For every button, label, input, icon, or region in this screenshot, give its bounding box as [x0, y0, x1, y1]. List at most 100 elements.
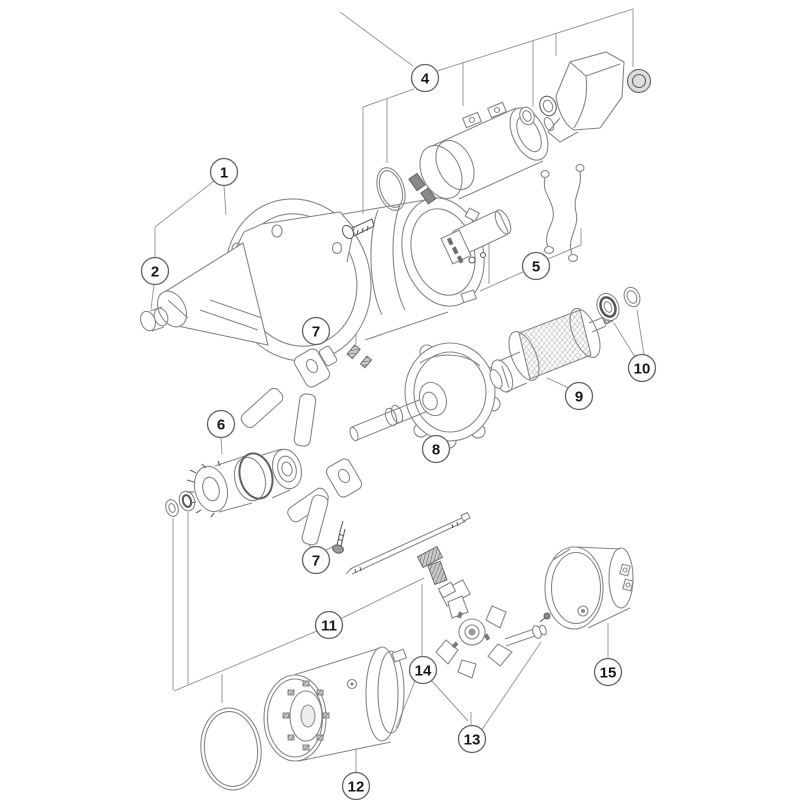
wire-1-eyelet-b — [540, 169, 550, 179]
callout-number: 15 — [600, 665, 617, 682]
callout-number: 5 — [532, 259, 540, 276]
lever-pin-1 — [346, 344, 361, 360]
leader-13 — [470, 641, 542, 732]
part-switch-wiring — [440, 163, 585, 265]
wire-1-eyelet-a — [543, 245, 555, 255]
leader-1 — [154, 180, 227, 257]
holder-arm-5 — [457, 659, 477, 679]
part-seal-kit — [200, 707, 262, 791]
plate-hole-2 — [271, 224, 283, 238]
clutch-body-lines — [261, 448, 291, 499]
clutch-spline — [281, 461, 293, 477]
cap-front-ring — [544, 546, 604, 630]
leader-2 — [150, 284, 155, 310]
terminal-boot-folds — [547, 61, 621, 143]
nose-slot-lines — [167, 299, 263, 331]
callout-number: 14 — [415, 663, 432, 680]
cap-detail-ring — [577, 605, 589, 617]
callout-number: 7 — [312, 324, 320, 341]
wire-2-eyelet-a — [567, 253, 579, 263]
holder-arm-3 — [487, 643, 513, 667]
bracket-tab-2 — [486, 101, 508, 119]
tab-hole-2 — [493, 106, 501, 114]
callout-number: 13 — [464, 732, 481, 749]
terminal-stud-2 — [420, 187, 437, 205]
connector-pin-3 — [456, 255, 464, 264]
holder-arm-2 — [485, 605, 507, 629]
relay-screw-2 — [479, 251, 487, 259]
callout-circle — [209, 157, 239, 187]
nose-tip — [156, 290, 188, 328]
rear-flange-ring — [401, 197, 485, 307]
relay-face — [494, 209, 512, 235]
yoke-rear-tab — [391, 648, 408, 663]
yoke-rear-cap — [377, 650, 405, 734]
callout-13: 13 — [457, 724, 487, 754]
holder-brush-1 — [457, 611, 463, 619]
callout-9: 9 — [564, 381, 594, 411]
housing-ribs — [370, 204, 406, 316]
screw-head — [341, 224, 355, 240]
terminal-nut-facets — [629, 69, 651, 91]
rear-tab-top — [464, 207, 480, 222]
cap-rear-rim — [608, 547, 634, 609]
lever-pivot-plate — [293, 348, 331, 388]
part-bushing — [140, 306, 169, 332]
leader-14 — [395, 584, 469, 729]
callout-number: 8 — [432, 442, 440, 459]
yoke-body-lines — [293, 647, 392, 762]
callout-circle — [421, 434, 451, 464]
screw-shaft — [351, 218, 375, 237]
bushing-sides — [149, 306, 165, 332]
bracket-tab-1 — [461, 111, 483, 129]
shim-washer-2 — [178, 490, 196, 512]
pole-ring — [289, 690, 323, 742]
solenoid-front-face — [509, 107, 549, 161]
lever-leg-2 — [240, 387, 284, 429]
through-bolt-tip — [460, 511, 471, 522]
large-o-ring-inner — [203, 711, 259, 787]
rear-tab-bottom — [460, 289, 477, 304]
through-bolt — [345, 511, 471, 575]
callout-number: 1 — [220, 165, 228, 182]
callout-14: 14 — [408, 655, 438, 685]
relay-screw-1 — [468, 256, 476, 264]
callout-circle — [301, 545, 331, 575]
shim-washer-1 — [165, 499, 179, 517]
shim-washer-1-hole — [168, 503, 176, 513]
cap-clip-hole-1 — [622, 567, 628, 573]
shaft-hub-bore — [422, 391, 438, 411]
through-bolt-shaft — [345, 516, 467, 575]
brush-block-2 — [427, 560, 448, 586]
callout-circle — [627, 353, 657, 383]
shim-washer-2-band — [181, 494, 193, 508]
callout-number: 11 — [321, 618, 337, 635]
clutch-bore — [277, 455, 297, 483]
holder-hub-inner — [464, 624, 480, 640]
part-lever-lower — [287, 458, 363, 554]
leader-10 — [613, 309, 645, 358]
plate-hole-3 — [331, 241, 343, 255]
core-hatch-b — [518, 309, 592, 380]
yoke-hole — [346, 678, 358, 690]
lever-pivot-plate — [325, 458, 363, 498]
pinion-body-lines — [214, 454, 253, 513]
cap-clip-1 — [619, 563, 631, 577]
axle-screw-head — [543, 612, 551, 620]
callout-number: 9 — [575, 389, 583, 406]
callout-number: 12 — [348, 779, 365, 796]
part-lever-upper — [240, 344, 373, 447]
callout-7-upper: 7 — [301, 316, 331, 346]
callout-12: 12 — [341, 771, 371, 800]
callout-circle — [301, 316, 331, 346]
ring-2-outer — [623, 286, 641, 308]
washer-hole — [522, 110, 532, 122]
clutch-face — [271, 448, 303, 490]
cap-body-lines — [576, 546, 631, 629]
cap-clip-2 — [622, 578, 634, 592]
callout-number: 2 — [151, 264, 159, 281]
clutch-dark-band — [238, 452, 274, 500]
callout-circle — [408, 655, 438, 685]
callout-4: 4 — [410, 63, 440, 93]
part-end-cap — [544, 546, 634, 630]
